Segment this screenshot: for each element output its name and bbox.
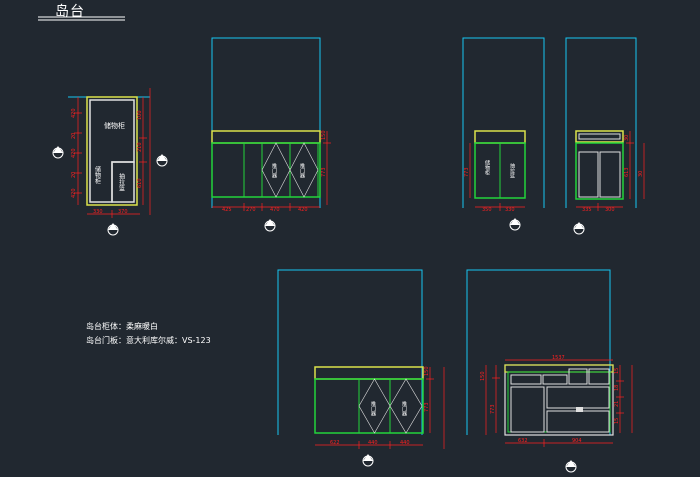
dim-plan-left-1: 420	[71, 108, 77, 118]
dim-elev1-bottom-3: 470	[270, 207, 280, 213]
dim-elev1-bottom-4: 420	[298, 207, 308, 213]
plan-marker-left	[52, 146, 64, 159]
dim-elev1-bottom-2: 270	[246, 207, 256, 213]
elevation-5	[466, 269, 633, 447]
elevation-1-marker	[264, 219, 276, 232]
dim-elev4-right-2: 773	[424, 402, 430, 412]
dim-elev4-bottom-2: 440	[368, 440, 378, 446]
plan-marker-bottom	[107, 223, 119, 236]
dim-plan-left-2: 20	[71, 133, 77, 139]
elevation-1	[211, 37, 331, 211]
label-push-door-4a: 推门器	[370, 400, 376, 417]
dim-elev5-bottom-1: 632	[518, 438, 528, 444]
elevation-2-marker	[509, 218, 521, 231]
note-door-panel: 岛台门板：意大利库尔威：VS-123	[86, 336, 211, 345]
dim-elev5-bottom-2: 904	[572, 438, 582, 444]
plan-view	[68, 88, 151, 218]
dim-elev3-bottom-2: 300	[605, 207, 615, 213]
elevation-3	[565, 37, 645, 211]
elevation-4-marker	[362, 454, 374, 467]
elevation-2	[462, 37, 545, 211]
elevation-3-marker	[573, 222, 585, 235]
label-storage-cabinet: 储物柜	[104, 121, 125, 130]
dim-elev3-right-1: 30	[624, 135, 630, 141]
elevation-5-marker	[565, 460, 577, 473]
dim-elev5-top: 1537	[552, 355, 565, 361]
label-cabinet-item-a: 储物柜	[484, 159, 490, 176]
dim-elev1-right-1: 150	[321, 130, 327, 140]
dim-elev2-bottom-2: 330	[505, 207, 515, 213]
dim-elev4-right-1: 150	[424, 366, 430, 376]
page-title: 岛台	[55, 4, 85, 20]
dim-elev5-right-2: 18	[614, 385, 620, 391]
label-storage-cabinet-vertical: 储物柜	[94, 165, 101, 185]
dim-elev4-bottom-1: 622	[330, 440, 340, 446]
dim-elev1-bottom-1: 425	[222, 207, 232, 213]
label-push-door-1b: 推门器	[299, 162, 305, 179]
label-drawer-basket: 抽拉篮	[118, 172, 125, 191]
plan-marker-right	[156, 154, 168, 167]
dim-plan-bottom-2: 370	[118, 209, 128, 215]
dim-plan-right-3: 610	[137, 178, 143, 188]
dim-plan-left-4: 20	[71, 172, 77, 178]
dim-elev3-right-2: 613	[624, 167, 630, 177]
dim-elev5-left-1: 150	[480, 371, 486, 381]
title-underline	[38, 16, 125, 21]
label-push-door-4b: 推门器	[401, 400, 407, 417]
dim-elev1-right-2: 773	[321, 167, 327, 177]
dim-elev4-bottom-3: 440	[400, 440, 410, 446]
dim-elev2-left: 773	[464, 167, 470, 177]
dim-elev5-left-2: 773	[490, 404, 496, 414]
label-cabinet-item-b: 抽拉篮	[509, 162, 515, 178]
dim-elev5-right-4: 15	[614, 418, 620, 424]
dim-plan-right-2: 210	[137, 142, 143, 152]
dim-plan-left-5: 420	[71, 188, 77, 198]
dim-elev2-bottom-1: 350	[482, 207, 492, 213]
dim-elev5-right-3: 21	[614, 401, 620, 407]
dim-elev3-right-3: 30	[638, 171, 644, 177]
dim-elev5-right-1: 15	[614, 368, 620, 374]
dim-plan-left-3: 420	[71, 148, 77, 158]
note-cabinet-body: 岛台柜体：柔麻暖白	[86, 322, 158, 331]
elevation-4	[277, 269, 445, 449]
dim-elev3-bottom-1: 335	[582, 207, 592, 213]
dim-plan-right-1: 100	[137, 110, 143, 120]
label-push-door-1a: 推门器	[271, 162, 277, 179]
dim-plan-bottom-1: 330	[93, 209, 103, 215]
